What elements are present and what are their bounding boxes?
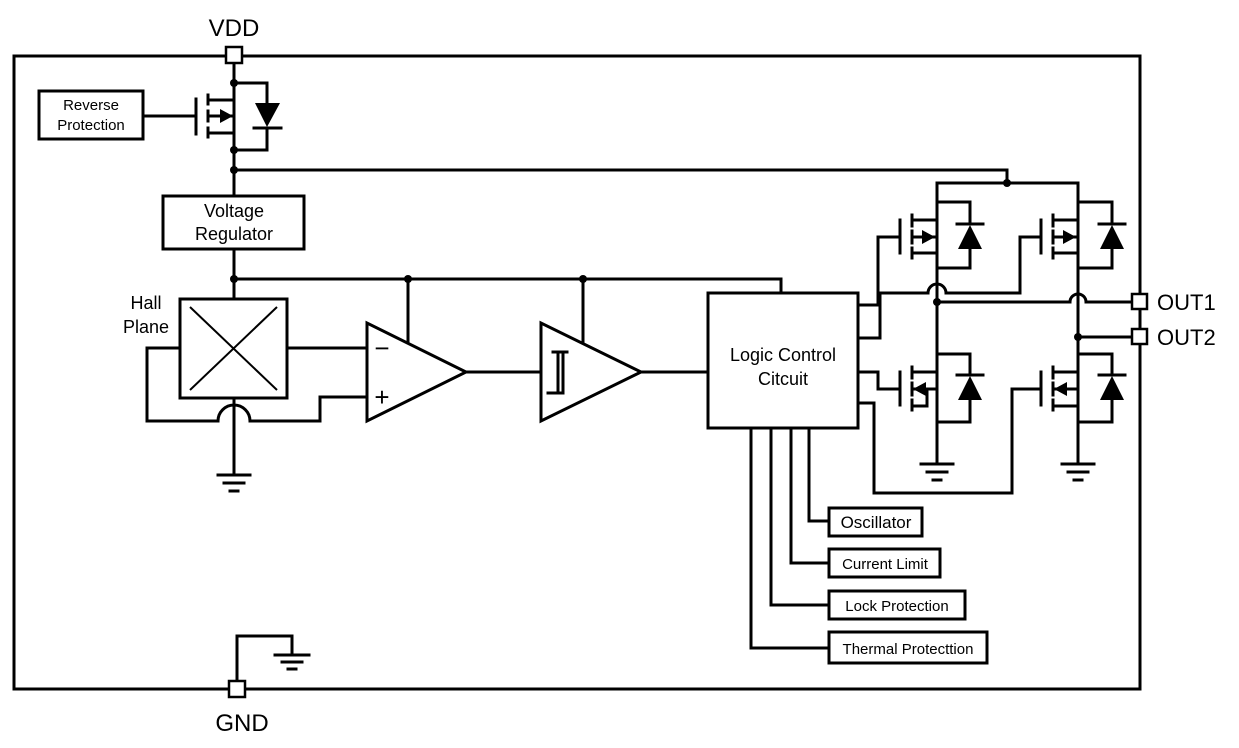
chip-outline bbox=[12, 54, 1142, 691]
out2-pin[interactable] bbox=[1130, 327, 1149, 346]
vdd-pin[interactable] bbox=[224, 45, 244, 65]
gnd-label: GND bbox=[215, 710, 268, 737]
reverse-protection-label-1: Reverse bbox=[63, 97, 119, 114]
thermal-protection-label: Thermal Protecttion bbox=[843, 641, 974, 658]
thermal-protection-block bbox=[827, 630, 989, 665]
lock-protection-block bbox=[827, 589, 967, 621]
regulated-rail bbox=[232, 277, 783, 295]
current-limit-label: Current Limit bbox=[842, 556, 929, 573]
vdd-label: VDD bbox=[209, 15, 260, 42]
vdd-bridge-wire bbox=[232, 168, 1009, 185]
ground-icon bbox=[216, 473, 252, 493]
logic-control-label-1: Logic Control bbox=[730, 345, 836, 365]
amp-minus-label: − bbox=[374, 333, 389, 363]
lock-protection-label: Lock Protection bbox=[845, 598, 948, 615]
reverse-protection-label-2: Protection bbox=[57, 117, 125, 134]
ground-icon bbox=[273, 653, 311, 671]
voltage-regulator-label-1: Voltage bbox=[204, 201, 264, 221]
h-bridge bbox=[856, 181, 1133, 495]
reverse-protection-block bbox=[37, 89, 145, 141]
out1-label: OUT1 bbox=[1157, 290, 1216, 315]
amplifier-icon bbox=[365, 320, 470, 424]
schmitt-trigger-icon bbox=[539, 320, 645, 424]
current-limit-block bbox=[827, 547, 942, 579]
amp-plus-label: + bbox=[374, 382, 389, 412]
ground-icon bbox=[1060, 462, 1096, 482]
reverse-protection-mosfet-icon bbox=[141, 81, 236, 152]
oscillator-block bbox=[827, 506, 924, 538]
logic-control-block bbox=[706, 291, 860, 430]
ground-icon bbox=[919, 462, 955, 482]
body-diode-icon bbox=[232, 81, 283, 152]
hall-plane-label-2: Plane bbox=[123, 317, 169, 337]
out2-label: OUT2 bbox=[1157, 325, 1216, 350]
voltage-regulator-label-2: Regulator bbox=[195, 224, 273, 244]
gnd-pin[interactable] bbox=[227, 679, 247, 699]
oscillator-label: Oscillator bbox=[841, 513, 912, 532]
hall-plane-label-1: Hall bbox=[130, 293, 161, 313]
logic-control-label-2: Citcuit bbox=[758, 369, 808, 389]
out1-pin[interactable] bbox=[1130, 292, 1149, 311]
